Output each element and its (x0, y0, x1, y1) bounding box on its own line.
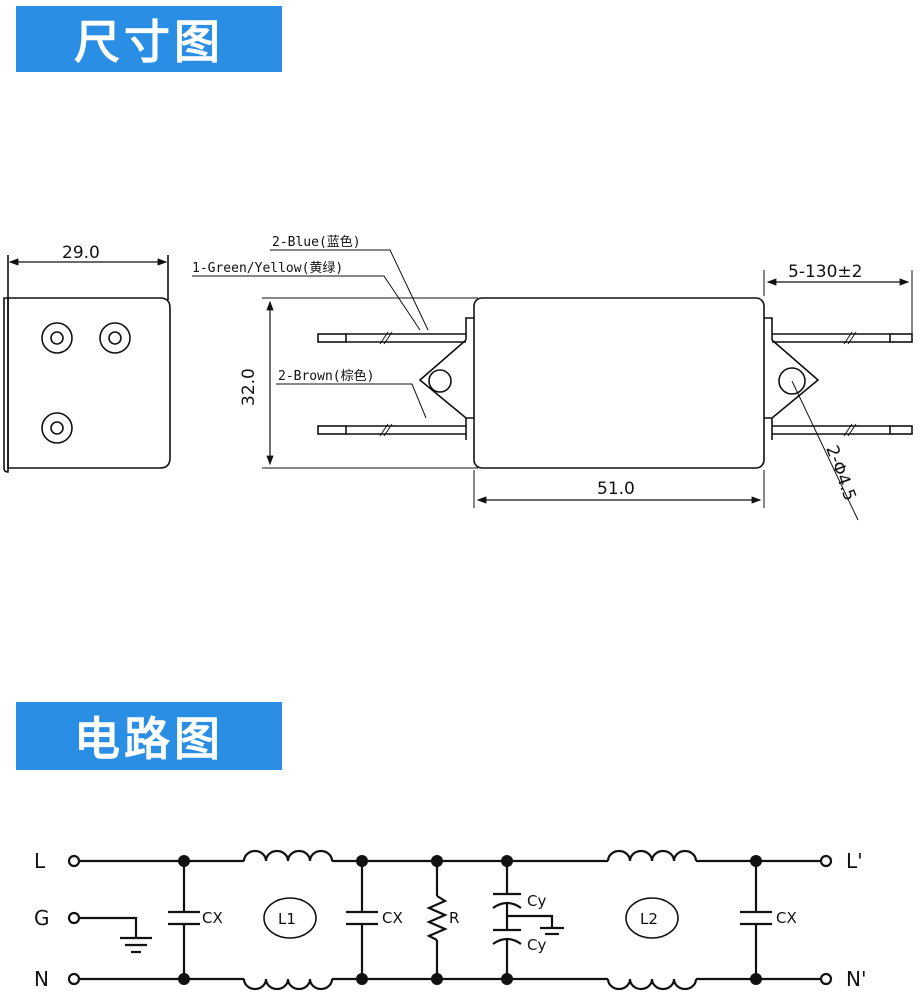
cx1-label: CX (202, 909, 223, 927)
terminal-L-out-label: L' (846, 849, 863, 873)
circuit-diagram-banner: 电路图 (16, 702, 282, 770)
mounting-hole-label: 2-Φ4.5 (821, 443, 859, 504)
junction-dots (178, 855, 762, 985)
terminal-G-label: G (34, 906, 50, 930)
l1-label: L1 (278, 910, 296, 928)
width-dimension-label: 29.0 (62, 243, 100, 263)
green-yellow-wire-label: 1-Green/Yellow(黄绿) (192, 261, 343, 276)
height-dimension-label: 32.0 (239, 368, 259, 406)
l2-label: L2 (640, 910, 658, 928)
r-label: R (449, 909, 459, 927)
lead-length-dimension-label: 5-130±2 (788, 262, 862, 282)
brown-wire-label: 2-Brown(棕色) (278, 368, 374, 384)
side-view (3, 255, 171, 473)
cy1-label: Cy (527, 892, 546, 910)
blue-wire-label: 2-Blue(蓝色) (272, 234, 361, 250)
cx3-label: CX (776, 909, 797, 927)
terminal-L-in-label: L (34, 849, 46, 873)
length-dimension-label: 51.0 (597, 479, 635, 499)
cy2-label: Cy (527, 936, 546, 954)
cx2-label: CX (382, 909, 403, 927)
terminal-N-in-label: N (34, 967, 49, 991)
dimension-drawing-banner: 尺寸图 (16, 6, 282, 72)
circuit-schematic (67, 849, 833, 991)
top-view (192, 249, 913, 521)
terminal-N-out-label: N' (846, 967, 866, 991)
